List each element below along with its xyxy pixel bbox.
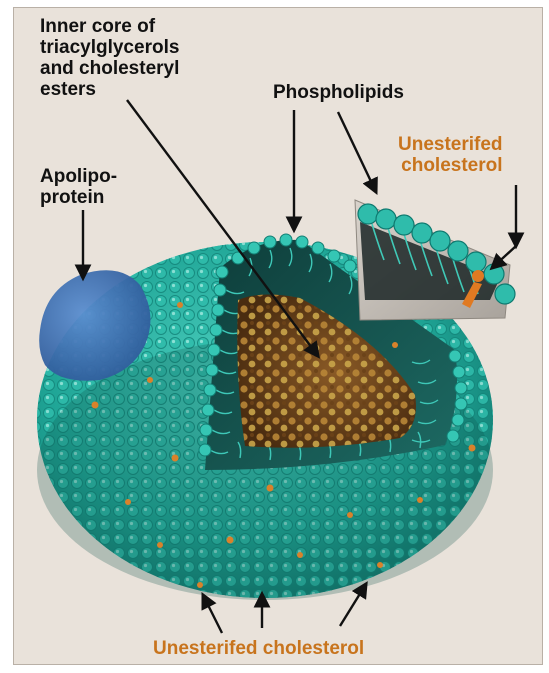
apolipoprotein-label: Apolipo- protein — [40, 166, 117, 208]
apolipoprotein-line-2: protein — [40, 187, 117, 208]
bilayer-inset — [355, 200, 515, 320]
arrow-phospholipids-right — [338, 112, 376, 192]
inner-core-line-4: esters — [40, 79, 179, 100]
inner-core-line-2: triacylglycerols — [40, 37, 179, 58]
inner-core-line-1: Inner core of — [40, 16, 179, 37]
phospholipids-label: Phospholipids — [273, 82, 404, 103]
unesterified-bottom-label: Unesterifed cholesterol — [153, 638, 364, 659]
unesterified-top-label: Unesterifed cholesterol — [398, 134, 503, 176]
inner-core-label: Inner core of triacylglycerols and chole… — [40, 16, 179, 100]
inner-core-line-3: and cholesteryl — [40, 58, 179, 79]
apolipoprotein-line-1: Apolipo- — [40, 166, 117, 187]
unesterified-top-line-2: cholesterol — [398, 155, 503, 176]
arrow-chol-bottom-left — [203, 595, 222, 633]
unesterified-top-line-1: Unesterifed — [398, 134, 503, 155]
